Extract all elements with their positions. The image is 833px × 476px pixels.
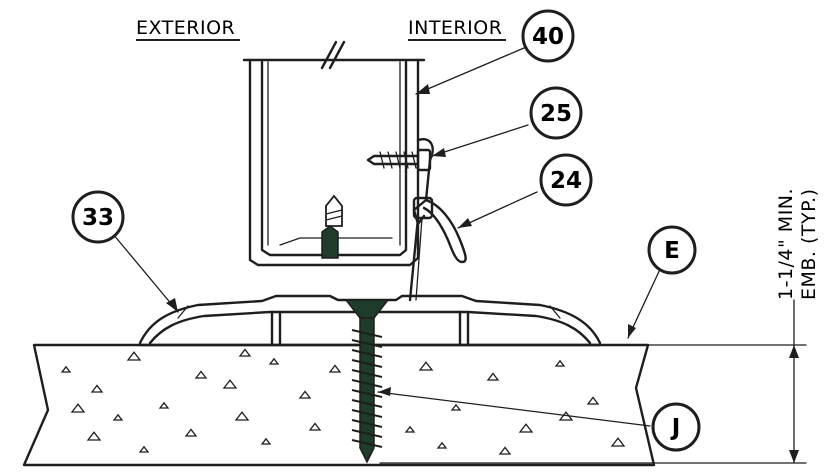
screw-thread [351,369,383,378]
callout-j: J [651,402,701,452]
screw-thread [351,429,383,438]
callout-24: 24 [539,153,593,207]
aggregate-mark [404,425,416,433]
svg-text:J: J [670,415,681,441]
aggregate-mark [138,445,150,453]
aggregate-mark [268,357,280,365]
screw-thread [351,399,383,408]
interior-label: INTERIOR [408,17,502,39]
aggregate-mark [610,437,626,447]
callout-33: 33 [71,190,125,244]
screw-thread [351,359,383,368]
aggregate-mark [158,401,170,409]
svg-text:33: 33 [82,205,114,231]
aggregate-mark [234,411,250,421]
aggregate-mark [222,379,238,389]
callout-25: 25 [529,86,583,140]
aggregate-mark [238,348,252,357]
exterior-label: EXTERIOR [136,17,235,39]
svg-text:E: E [664,238,680,264]
aggregate-mark [184,428,198,437]
concrete-slab [22,343,656,467]
dimension-text-line1: 1-1/4" MIN. [775,188,797,300]
aggregate-mark [308,422,322,431]
svg-text:25: 25 [540,101,572,127]
screw-thread [351,349,383,358]
aggregate-mark [260,437,272,445]
aggregate-mark [518,423,534,433]
screw-thread [351,419,383,428]
screw-thread [351,439,383,448]
aggregate-mark [554,359,566,367]
aggregate-mark [586,396,600,405]
aggregate-mark [486,372,500,381]
embedment-dimension: 1-1/4" MIN. EMB. (TYP.) [379,188,820,464]
aggregate-mark [298,390,312,399]
aggregate-mark [112,413,124,421]
leader-arrowheads [166,84,636,396]
leader-lines [107,47,663,427]
weatherstrip-clip [408,138,467,302]
aggregate-mark [418,361,434,371]
svg-text:24: 24 [550,168,582,194]
callout-e: E [647,225,697,275]
anchor-screw [344,299,390,464]
callout-40: 40 [521,9,575,63]
frame-fastener [321,194,343,259]
screw-thread [351,339,383,348]
aggregate-mark [194,370,208,379]
screw-thread [351,379,383,388]
aggregate-mark [126,351,142,361]
dimension-text-line2: EMB. (TYP.) [798,188,820,300]
svg-text:40: 40 [532,24,564,50]
screw-thread [351,329,383,338]
aggregate-mark [70,403,86,413]
aggregate-mark [60,365,72,373]
aggregate-mark [498,446,512,455]
aggregate-mark [436,441,448,449]
aggregate-mark [328,364,342,373]
aggregate-mark [450,403,462,411]
screw-thread [351,409,383,418]
screw-25 [366,148,432,172]
screw-thread [351,389,383,398]
aggregate-mark [86,431,102,441]
aggregate-mark [90,384,104,393]
